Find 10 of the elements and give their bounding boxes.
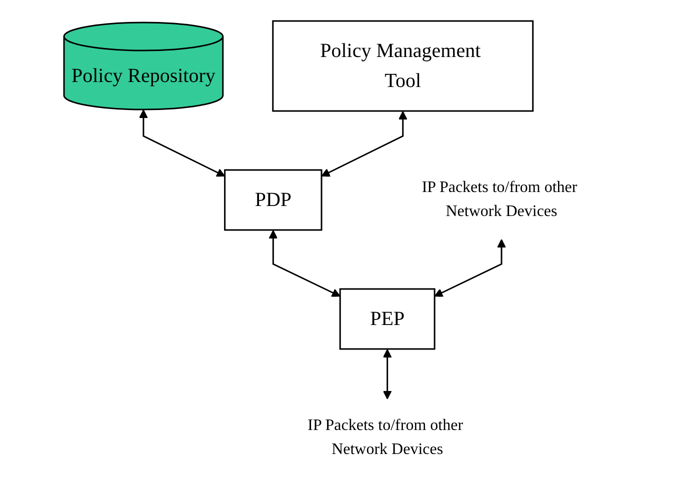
arrow — [320, 111, 408, 177]
arrow — [434, 239, 506, 297]
node-box: PEP — [339, 288, 436, 350]
node-text: IP Packets to/from other Network Devices — [307, 416, 463, 458]
node-box: Policy Management Tool — [272, 20, 534, 112]
node-box: PDP — [224, 169, 322, 231]
node-text: IP Packets to/from other Network Devices — [422, 178, 577, 220]
arrow — [138, 109, 225, 177]
arrow — [268, 230, 340, 297]
arrow — [382, 349, 392, 400]
